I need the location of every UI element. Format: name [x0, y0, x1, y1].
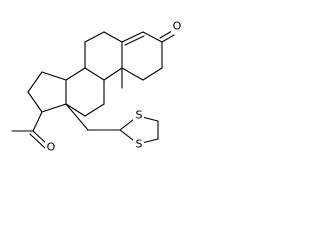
atom-label-acetyl-oxygen: O — [45, 141, 56, 154]
bond — [142, 67, 163, 81]
oxygen-label: O — [173, 20, 182, 33]
atom-label-ketone-oxygen: O — [171, 20, 182, 33]
bond — [103, 31, 123, 43]
atom-label-sulfur-upper: S — [133, 109, 144, 122]
carbonyl-bond — [161, 34, 175, 43]
bond — [65, 103, 86, 117]
carbonyl-bond — [29, 133, 46, 149]
bond — [65, 67, 86, 81]
ring-a — [121, 30, 175, 81]
bond — [103, 67, 123, 81]
sulfur-label: S — [136, 138, 143, 151]
bond — [121, 31, 144, 43]
ring-d — [27, 71, 67, 113]
bond — [84, 31, 105, 43]
bond — [84, 103, 105, 117]
bond — [41, 103, 67, 113]
ring-b — [84, 31, 123, 89]
bond — [84, 67, 105, 81]
ring-c — [65, 67, 105, 117]
bond — [27, 91, 43, 113]
dithiolane-side-chain — [65, 103, 159, 145]
chemical-structure-diagram: O O S S — [11, 20, 182, 154]
bond — [65, 103, 89, 131]
atom-label-sulfur-lower: S — [133, 138, 144, 151]
carbonyl-bond — [159, 30, 173, 39]
bond — [124, 35, 145, 46]
bond — [121, 67, 144, 81]
bond — [32, 111, 43, 132]
sulfur-label: S — [136, 109, 143, 122]
oxygen-label: O — [47, 141, 56, 154]
bond — [27, 71, 43, 93]
bond — [41, 71, 67, 81]
acetyl-group — [11, 111, 49, 149]
bond — [142, 31, 163, 43]
